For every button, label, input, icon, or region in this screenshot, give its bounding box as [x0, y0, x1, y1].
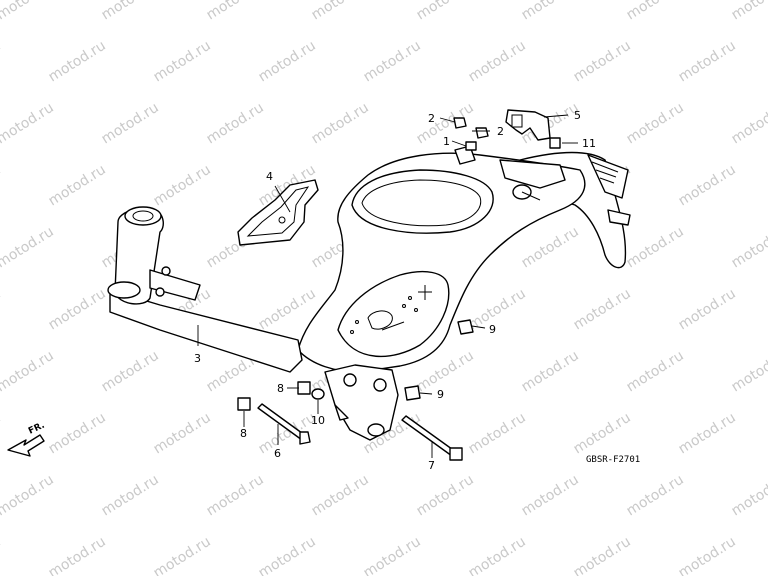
watermark-text: motod.ru — [729, 224, 768, 272]
watermark-text: motod.ru — [0, 0, 57, 23]
watermark-text: motod.ru — [256, 410, 319, 458]
watermark-text: motod.ru — [46, 162, 109, 210]
callout-9b: 9 — [437, 388, 444, 401]
callout-9a: 9 — [489, 323, 496, 336]
frame-body — [297, 145, 631, 373]
nut-8a — [297, 381, 311, 395]
watermark-text: motod.ru — [99, 0, 162, 23]
watermark-text: motod.ru — [99, 472, 162, 520]
watermark-text: motod.ru — [0, 38, 4, 86]
watermark-text: motod.ru — [204, 100, 267, 148]
watermark-text: motod.ru — [624, 348, 687, 396]
watermark-text: motod.ru — [624, 0, 687, 23]
washer-10 — [311, 388, 325, 400]
watermark-text: motod.ru — [99, 348, 162, 396]
watermark-text: motod.ru — [361, 534, 424, 576]
watermark-text: motod.ru — [624, 224, 687, 272]
watermark-text: motod.ru — [519, 0, 582, 23]
callout-4: 4 — [266, 170, 273, 183]
nut-9b — [404, 385, 421, 401]
watermark-text: motod.ru — [204, 472, 267, 520]
callout-8a: 8 — [277, 382, 284, 395]
figure-code: GBSR-F2701 — [586, 455, 640, 465]
watermark-text: motod.ru — [0, 286, 4, 334]
watermark-text: motod.ru — [624, 100, 687, 148]
watermark-text: motod.ru — [414, 0, 477, 23]
nut-11 — [549, 137, 561, 149]
leader-lines — [197, 114, 578, 458]
watermark-text: motod.ru — [571, 534, 634, 576]
front-direction-arrow: FR. — [7, 421, 46, 457]
watermark-text: motod.ru — [256, 534, 319, 576]
callout-11: 11 — [582, 137, 596, 150]
front-arrow-label: FR. — [27, 421, 46, 437]
callout-2b: 2 — [497, 125, 504, 138]
nut-9a — [457, 319, 474, 335]
watermark-text: motod.ru — [676, 534, 739, 576]
watermark-text: motod.ru — [0, 162, 4, 210]
watermark-text: motod.ru — [729, 472, 768, 520]
watermark-text: motod.ru — [309, 100, 372, 148]
watermark-text: motod.ru — [729, 0, 768, 23]
watermark-text: motod.ru — [466, 38, 529, 86]
watermark-text: motod.ru — [676, 162, 739, 210]
watermark-text: motod.ru — [571, 286, 634, 334]
part-4-bracket — [237, 179, 319, 246]
watermark-text: motod.ru — [204, 0, 267, 23]
watermark-text: motod.ru — [519, 224, 582, 272]
bolt-2a — [453, 117, 467, 129]
watermark-text: motod.ru — [519, 472, 582, 520]
callout-5: 5 — [574, 109, 581, 122]
watermark-text: motod.ru — [0, 472, 57, 520]
watermark-text: motod.ru — [624, 472, 687, 520]
watermark-text: motod.ru — [676, 410, 739, 458]
callout-10: 10 — [311, 414, 325, 427]
callout-labels: 1 2 2 3 4 5 6 7 8 8 9 9 10 11 GBSR-F2701 — [194, 109, 640, 472]
watermark-text: motod.ru — [0, 224, 57, 272]
watermark-text: motod.ru — [414, 472, 477, 520]
watermark-text: motod.ru — [571, 410, 634, 458]
watermark-text: motod.ru — [151, 38, 214, 86]
watermark-text: motod.ru — [571, 38, 634, 86]
bolt-2b — [475, 127, 489, 139]
callout-3: 3 — [194, 352, 201, 365]
callout-6: 6 — [274, 447, 281, 460]
hardware — [237, 117, 561, 461]
watermark-text: motod.ru — [46, 410, 109, 458]
callout-2a: 2 — [428, 112, 435, 125]
watermark-text: motod.ru — [676, 38, 739, 86]
watermark-text: motod.ru — [46, 534, 109, 576]
watermark-text: motod.ru — [729, 348, 768, 396]
watermark-text: motod.ru — [466, 410, 529, 458]
watermark-text: motod.ru — [729, 100, 768, 148]
watermark-text: motod.ru — [0, 410, 4, 458]
watermark-text: motod.ru — [466, 534, 529, 576]
watermark-text: motod.ru — [0, 534, 4, 576]
steering-head-and-down-tube — [107, 206, 303, 373]
callout-1: 1 — [443, 135, 450, 148]
engine-hanger-bracket — [324, 364, 399, 441]
nut-8b — [237, 397, 251, 411]
watermark-text: motod.ru — [151, 534, 214, 576]
watermark-text: motod.ru — [46, 38, 109, 86]
watermark-text: motod.ru — [309, 472, 372, 520]
watermark-text: motod.ru — [676, 286, 739, 334]
part-5-bracket — [505, 109, 551, 141]
watermark-text: motod.ru — [99, 100, 162, 148]
watermark-text: motod.ru — [256, 38, 319, 86]
watermark-text: motod.ru — [519, 348, 582, 396]
callout-7: 7 — [428, 459, 435, 472]
callout-8b: 8 — [240, 427, 247, 440]
watermark-text: motod.ru — [361, 38, 424, 86]
clip-1 — [465, 141, 477, 151]
watermark-text: motod.ru — [0, 348, 57, 396]
bolt-7 — [401, 415, 457, 457]
watermark-text: motod.ru — [309, 0, 372, 23]
watermark-text: motod.ru — [46, 286, 109, 334]
watermark-text: motod.ru — [151, 162, 214, 210]
watermark-text: motod.ru — [151, 410, 214, 458]
watermark-text: motod.ru — [0, 100, 57, 148]
